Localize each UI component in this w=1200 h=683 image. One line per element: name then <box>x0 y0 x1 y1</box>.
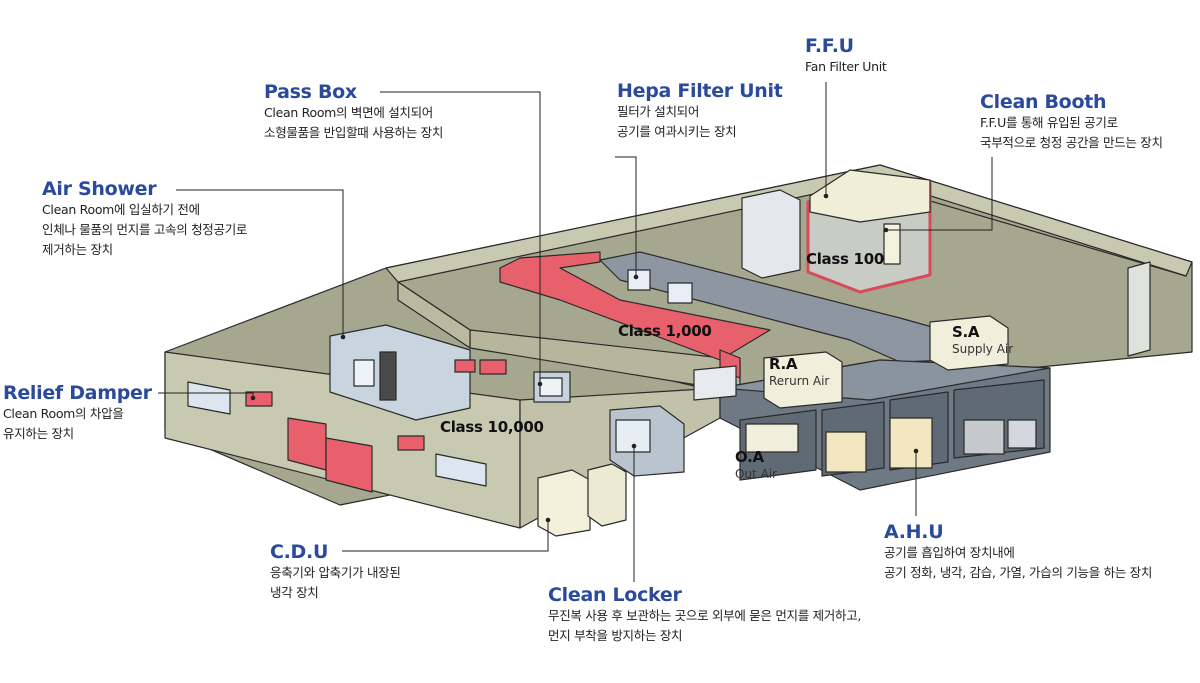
callout-pass-box-desc-1: Clean Room의 벽면에 설치되어 <box>264 105 433 120</box>
callout-relief-damper-title: Relief Damper <box>3 382 152 404</box>
relief-damper-4 <box>454 359 476 373</box>
zone-label-class-1000: Class 1,000 <box>618 322 712 340</box>
hepa-box-2 <box>667 282 693 304</box>
callout-air-shower-desc-2: 인체나 물품의 먼지를 고속의 청정공기로 <box>42 222 248 237</box>
sa-box <box>929 315 1009 371</box>
callout-cdu-desc-2: 냉각 장치 <box>270 585 319 600</box>
hepa-box-1 <box>627 269 651 291</box>
callout-pass-box-title: Pass Box <box>264 81 357 103</box>
relief-damper-3 <box>397 435 425 451</box>
callout-clean-booth-desc-2: 국부적으로 청정 공간을 만드는 장치 <box>980 135 1163 150</box>
sa-caption: Supply Air <box>952 342 1014 356</box>
callout-clean-booth-desc-1: F.F.U를 통해 유입된 공기로 <box>980 115 1118 130</box>
duct-riser <box>693 365 737 401</box>
callout-pass-box: Pass Box Clean Room의 벽면에 설치되어 소형물품을 반입할때… <box>264 81 443 143</box>
cdu-unit-2 <box>587 463 627 527</box>
callout-ahu-desc-1: 공기를 흡입하여 장치내에 <box>884 545 1015 560</box>
tall-cabinet <box>741 189 801 279</box>
callout-pass-box-desc-2: 소형물품을 반입할때 사용하는 장치 <box>264 125 444 140</box>
callout-cdu-desc-1: 응축기와 압축기가 내장된 <box>270 565 401 580</box>
oa-caption: Out Air <box>735 467 778 481</box>
window-1 <box>187 381 231 415</box>
callout-hepa-desc-2: 공기를 여과시키는 장치 <box>617 124 737 139</box>
callout-air-shower: Air Shower Clean Room에 입실하기 전에 인체나 물품의 먼… <box>42 178 247 260</box>
callout-ffu-desc-1: Fan Filter Unit <box>805 59 887 74</box>
callout-ffu-title: F.F.U <box>805 35 854 57</box>
callout-relief-damper-desc-2: 유지하는 장치 <box>3 426 74 441</box>
callout-clean-booth: Clean Booth F.F.U를 통해 유입된 공기로 국부적으로 청정 공… <box>980 91 1163 153</box>
callout-ffu: F.F.U Fan Filter Unit <box>805 35 887 77</box>
callout-clean-locker-desc-2: 먼지 부착을 방지하는 장치 <box>548 628 683 643</box>
callout-air-shower-desc-3: 제거하는 장치 <box>42 242 113 257</box>
callout-clean-locker-desc-1: 무진복 사용 후 보관하는 곳으로 외부에 묻은 먼지를 제거하고, <box>548 608 862 623</box>
callout-air-shower-title: Air Shower <box>42 178 157 200</box>
callout-air-shower-desc-1: Clean Room에 입실하기 전에 <box>42 202 200 217</box>
ra-box <box>763 351 843 409</box>
callout-ahu-title: A.H.U <box>884 521 944 543</box>
callout-relief-damper: Relief Damper Clean Room의 차압을 유지하는 장치 <box>3 382 152 444</box>
unit-label-sa: S.A Supply Air <box>952 323 1013 357</box>
tall-cabinet-right <box>1127 261 1151 357</box>
zone-label-class-10000: Class 10,000 <box>440 418 544 436</box>
callout-hepa-title: Hepa Filter Unit <box>617 80 783 102</box>
callout-ahu-desc-2: 공기 정화, 냉각, 감습, 가열, 가습의 기능을 하는 장치 <box>884 565 1153 580</box>
callout-hepa-desc-1: 필터가 설치되어 <box>617 104 700 119</box>
window-2 <box>435 453 487 487</box>
callout-cdu-title: C.D.U <box>270 541 329 563</box>
callout-relief-damper-desc-1: Clean Room의 차압을 <box>3 406 124 421</box>
zone-label-class-100: Class 100 <box>806 250 884 268</box>
unit-label-oa: O.A Out Air <box>735 448 777 482</box>
callout-cdu: C.D.U 응축기와 압축기가 내장된 냉각 장치 <box>270 541 401 603</box>
callout-hepa-filter-unit: Hepa Filter Unit 필터가 설치되어 공기를 여과시키는 장치 <box>617 80 783 142</box>
relief-damper-2 <box>479 359 507 375</box>
ra-caption: Rerurn Air <box>769 374 830 388</box>
callout-clean-locker: Clean Locker 무진복 사용 후 보관하는 곳으로 외부에 묻은 먼지… <box>548 584 861 646</box>
cdu-unit-1 <box>537 469 591 537</box>
unit-label-ra: R.A Rerurn Air <box>769 355 829 389</box>
oa-grille <box>745 423 799 453</box>
ra-abbr: R.A <box>769 355 798 373</box>
callout-clean-locker-title: Clean Locker <box>548 584 682 606</box>
relief-damper-1 <box>245 391 273 407</box>
callout-clean-booth-title: Clean Booth <box>980 91 1107 113</box>
callout-ahu: A.H.U 공기를 흡입하여 장치내에 공기 정화, 냉각, 감습, 가열, 가… <box>884 521 1152 583</box>
sa-abbr: S.A <box>952 323 980 341</box>
oa-abbr: O.A <box>735 448 764 466</box>
